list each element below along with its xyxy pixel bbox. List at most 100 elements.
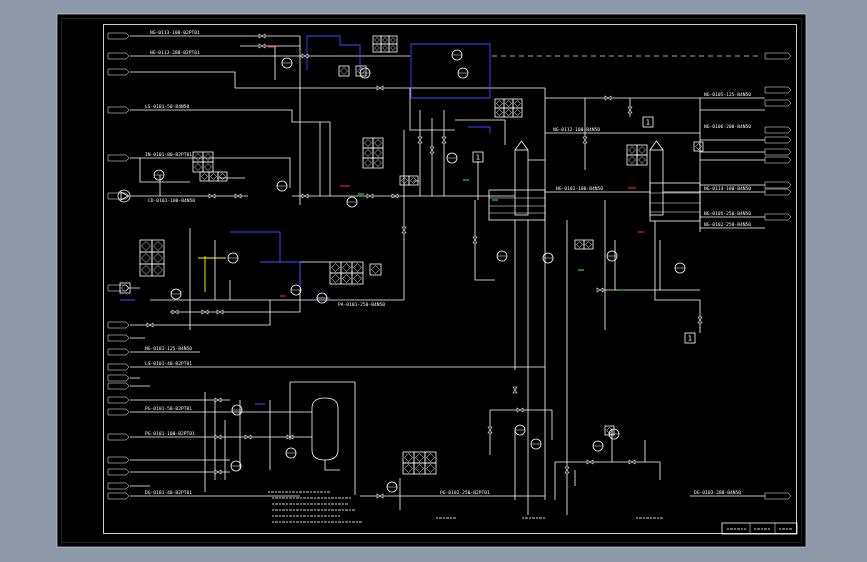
instrument-bubble-icon xyxy=(514,424,526,436)
outlet-tag-icon xyxy=(764,126,792,134)
outlet-tag-icon xyxy=(764,492,792,500)
inlet-tag-icon xyxy=(107,32,130,40)
line-label: NG-0106-200-B4N50 xyxy=(704,124,751,130)
outlet-tag-icon xyxy=(764,52,792,60)
interlock-block-icon xyxy=(329,261,364,285)
reference-marker: 1 xyxy=(684,332,696,344)
instrument-bubble-icon xyxy=(496,250,508,262)
valve-icon xyxy=(582,136,588,144)
instrument-bubble-icon xyxy=(230,460,242,472)
outlet-tag-icon xyxy=(764,86,792,94)
valve-icon xyxy=(376,493,384,499)
line-label: NG-0113-200-B2PT01 xyxy=(150,50,200,56)
outlet-tag-icon xyxy=(764,156,792,164)
valve-icon xyxy=(512,386,518,394)
drawing-frame xyxy=(103,24,797,534)
line-label: NG-0101-125-B4N50 xyxy=(145,346,192,352)
outlet-tag-icon xyxy=(764,213,792,221)
instrument-bubble-icon xyxy=(542,252,554,264)
interlock-block-icon xyxy=(338,65,350,77)
marker-label: 1 xyxy=(688,335,692,343)
instrument-bubble-icon xyxy=(674,262,686,274)
inlet-tag-icon xyxy=(107,482,130,490)
valve-icon xyxy=(586,459,594,465)
line-label: NG-0101-100-B4N50 xyxy=(556,186,603,192)
interlock-block-icon xyxy=(626,144,648,166)
interlock-block-icon xyxy=(369,263,382,276)
instrument-bubble-icon xyxy=(276,180,288,192)
reference-marker: 1 xyxy=(472,151,484,163)
valve-icon xyxy=(258,33,266,39)
instrument-bubble-icon xyxy=(290,284,302,296)
outlet-tag-icon xyxy=(764,188,792,196)
instrument-bubble-icon xyxy=(451,49,463,61)
red-annotation-marks xyxy=(268,46,644,297)
inlet-tag-icon xyxy=(107,468,130,476)
valve-icon xyxy=(301,193,309,199)
inlet-tag-icon xyxy=(107,363,130,371)
instrument-bubble-icon xyxy=(316,292,328,304)
inlet-tag-icon xyxy=(107,382,130,390)
interlock-block-icon xyxy=(362,137,384,169)
outlet-tag-icon xyxy=(764,181,792,189)
interlock-block-icon xyxy=(402,451,437,475)
valve-icon xyxy=(401,226,407,234)
instrument-bubble-icon xyxy=(281,57,293,69)
line-label: LS-0101-50-B4N50 xyxy=(145,104,189,110)
instrument-bubble-icon xyxy=(153,169,165,181)
valve-icon xyxy=(472,236,478,244)
inlet-tag-icon xyxy=(107,52,130,60)
instrument-bubble-icon xyxy=(227,252,239,264)
valve-icon xyxy=(697,316,703,324)
instrument-bubble-icon xyxy=(346,196,358,208)
valve-icon xyxy=(244,434,252,440)
line-label: NG-0113-100-B2PT01 xyxy=(150,30,200,36)
interlock-block-icon xyxy=(574,239,594,250)
marker-label: 1 xyxy=(476,154,480,162)
valve-icon xyxy=(201,309,209,315)
instrument-bubble-icon xyxy=(608,428,620,440)
inlet-tag-icon xyxy=(107,321,130,329)
line-labels: NG-0113-100-B2PT01 NG-0113-200-B2PT01 LS… xyxy=(145,30,751,496)
notes-block xyxy=(268,491,664,523)
outlet-tag-icon xyxy=(764,99,792,107)
line-label: NG-0105-125-B4N50 xyxy=(704,92,751,98)
instrument-bubble-icon xyxy=(359,67,371,79)
drawing-sheet xyxy=(56,13,807,548)
marker-label: 1 xyxy=(646,119,650,127)
inlet-tag-icon xyxy=(107,334,130,342)
instrument-bubble-icon xyxy=(457,67,469,79)
line-label: DG-0101-40-B2PT01 xyxy=(145,490,192,496)
inlet-tag-icon xyxy=(107,192,130,200)
line-label: IN-0101-80-B2PT01 xyxy=(145,152,192,158)
valve-icon xyxy=(391,193,399,199)
inlet-tag-icon xyxy=(107,374,130,382)
heat-exchanger-icon xyxy=(488,140,546,221)
line-label: DG-0103-200-B4N50 xyxy=(694,490,741,496)
line-label: LS-0101-40-B2PT01 xyxy=(145,361,192,367)
inlet-tag-icon xyxy=(107,456,130,464)
interlock-block-icon xyxy=(119,282,131,294)
sheet-outer-border xyxy=(61,18,802,543)
line-label: CD-0101-100-B4N50 xyxy=(148,198,195,204)
valve-icon xyxy=(258,43,266,49)
interlock-block-icon xyxy=(139,239,165,277)
line-label: PG-0101-100-B2PT01 xyxy=(145,431,195,437)
vessel-icon xyxy=(311,397,339,461)
line-label: NG-0105-250-B4N50 xyxy=(704,211,751,217)
line-label: PG-0101-50-B2PT01 xyxy=(145,406,192,412)
valve-icon xyxy=(366,193,374,199)
inlet-tag-icon xyxy=(107,154,130,162)
inlet-tag-icon xyxy=(107,106,130,114)
interlock-block-icon xyxy=(494,98,523,118)
reference-marker: 1 xyxy=(642,116,654,128)
inlet-tag-icon xyxy=(107,68,130,76)
valve-icon xyxy=(441,136,447,144)
valve-icon xyxy=(417,136,423,144)
inlet-tag-icon xyxy=(107,348,130,356)
interlock-block-icon xyxy=(192,151,214,173)
valve-icon xyxy=(604,95,612,101)
instrument-bubble-icon xyxy=(170,288,182,300)
line-label: NG-0114-100-B4N50 xyxy=(704,186,751,192)
